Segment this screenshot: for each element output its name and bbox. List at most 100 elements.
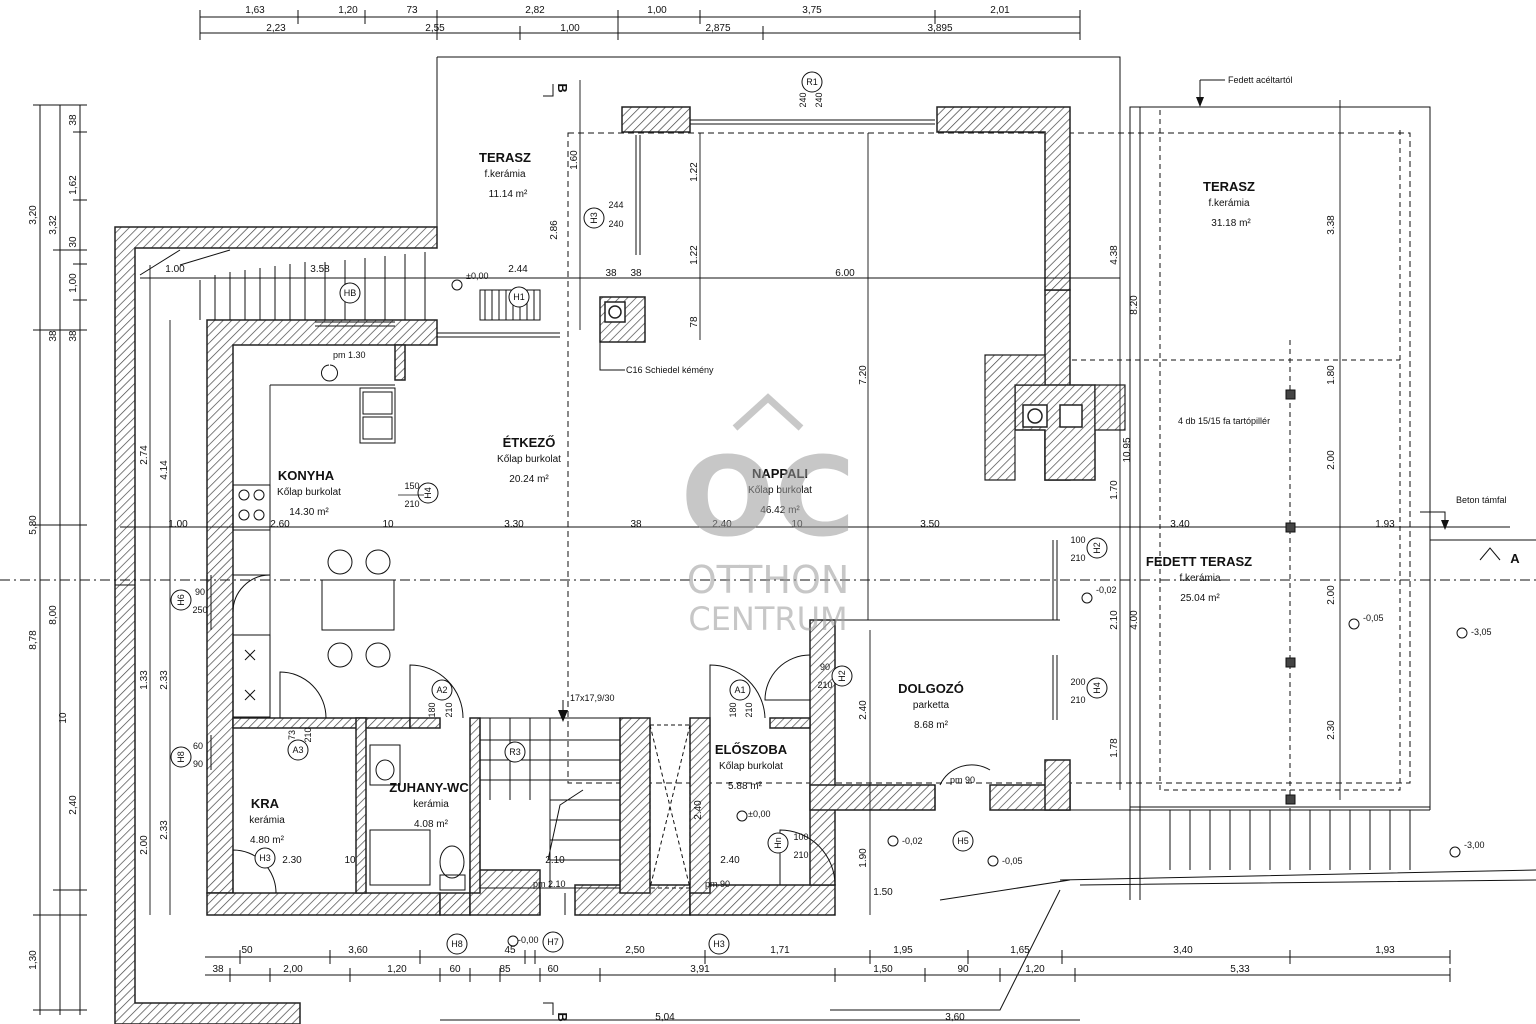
dim-left3-3: 30 [68,236,79,248]
size-h2-fedett: 100 [1070,535,1085,545]
watermark-line1: OTTHON [687,558,850,602]
room-floor-terasz-2: f.kerámia [1208,198,1250,209]
room-area-terasz-1: 11.14 m² [489,189,528,200]
watermark-oc: OC [681,433,855,561]
opening-size-texts: 240 240 244 240 150 210 90 250 60 90 100… [192,92,1085,860]
dim-top2-3: 1,00 [560,23,580,34]
note-pm3: pm 90 [705,879,730,889]
size-h6b: 250 [192,605,207,615]
tag-hb: HB [344,288,357,298]
left-dimension-lines [33,104,87,1015]
size-h8b: 90 [193,759,203,769]
note-pm1: pm 1.30 [333,350,366,360]
section-b-top: B [555,83,570,92]
door-swings [232,574,991,894]
dim-top-1: 1,63 [245,5,265,16]
tag-h1: H1 [513,292,525,302]
dim-left-2: 5,80 [28,515,39,535]
tag-h3-kra: H3 [259,853,271,863]
dim-left3-5: 38 [48,330,59,342]
note-acel: Fedett acéltartól [1228,75,1293,85]
room-name-zuhany-wc: ZUHANY-WC [389,780,469,795]
dim-bot3-2: 3,60 [945,1012,965,1023]
dim-int-37: 1.22 [689,162,700,182]
note-beton: Beton támfal [1456,495,1507,505]
dim-int-1: 1.00 [165,264,185,275]
dim-int-27: 1.80 [1326,365,1337,385]
dim-top-6: 3,75 [802,5,822,16]
dim-bot-3: 45 [504,945,516,956]
dim-bot2-4: 60 [449,964,461,975]
size-h6: 90 [195,587,205,597]
size-h4-dolgozo: 200 [1070,677,1085,687]
furniture [232,364,466,891]
level-7: -3,00 [1464,840,1485,850]
dim-int-20: 2.40 [720,855,740,866]
section-marks: B B A [543,83,1520,1022]
room-floor-etkezo: Kőlap burkolat [497,454,561,465]
note-pm2: pm 2.10 [533,879,566,889]
opening-tag-texts: R1 H3 HB H1 H4 H6 H8 H2 A2 A1 R3 H3 H5 H… [176,77,1102,949]
tag-h3-top: H3 [589,212,599,224]
room-name-terasz-1: TERASZ [479,150,531,165]
room-floor-konyha: Kőlap burkolat [277,487,341,498]
tag-a2: A2 [436,685,447,695]
dim-int-41: 2.86 [549,220,560,240]
dim-bot2-7: 3,91 [690,964,710,975]
terrace-outlines [436,56,1536,900]
room-name-kra: KRA [251,796,280,811]
note-pillers: 4 db 15/15 fa tartópillér [1178,416,1270,426]
window-lines [115,119,1058,915]
watermark-logo: OC OTTHON CENTRUM [681,393,855,638]
dim-bot-6: 1,95 [893,945,913,956]
bottom-dimension-texts: 50 3,60 45 2,50 1,71 1,95 1,65 3,40 1,93… [212,945,1395,1023]
dim-int-14: 3.50 [920,519,940,530]
dim-int-3: 2.44 [508,264,528,275]
room-name-konyha: KONYHA [278,468,335,483]
dim-int-5: 38 [630,268,642,279]
dim-int-6: 6.00 [835,268,855,279]
dim-left-1: 3,20 [28,205,39,225]
room-name-terasz-2: TERASZ [1203,179,1255,194]
room-name-eloszoba: ELŐSZOBA [715,742,788,757]
level-6: -3,05 [1471,627,1492,637]
size-h3-top: 244 [608,200,623,210]
dim-int-44: 2.33 [159,670,170,690]
walls [114,106,1096,1024]
dim-bot2-8: 1,50 [873,964,893,975]
dim-int-21: 1.50 [873,887,893,898]
size-h4b: 210 [404,499,419,509]
level-texts: ±0,00 -0,02 -0,05 -0,02 -0,05 -3,05 -3,0… [466,271,1492,945]
dim-int-26: 3.38 [1326,215,1337,235]
dim-left2-1: 3,32 [48,215,59,235]
room-name-fedett-terasz: FEDETT TERASZ [1146,554,1252,569]
size-a2b: 210 [444,702,454,717]
tag-hn: Hn [773,837,783,849]
dim-int-12: 2.40 [712,519,732,530]
dim-int-35: 1.78 [1109,738,1120,758]
dim-int-42: 4.14 [159,460,170,480]
section-a: A [1510,551,1520,566]
room-area-terasz-2: 31.18 m² [1211,218,1251,229]
dim-bot-2: 3,60 [348,945,368,956]
dim-top-7: 2,01 [990,5,1010,16]
dim-left-4: 1,30 [28,950,39,970]
room-area-eloszoba: 5.88 m² [728,781,763,792]
room-floor-fedett-terasz: f.kerámia [1179,573,1221,584]
tag-h4-dolgozo: H4 [1092,682,1102,694]
opening-tags [170,71,1108,955]
dim-int-30: 2.00 [1326,585,1337,605]
dim-int-4: 38 [605,268,617,279]
dim-left2-4: 2,40 [68,795,79,815]
dim-top-2: 1,20 [338,5,358,16]
room-area-kra: 4.80 m² [250,835,285,846]
dim-int-31: 2.30 [1326,720,1337,740]
room-name-dolgozo: DOLGOZÓ [898,681,964,696]
dim-bot3-1: 5,04 [655,1012,675,1023]
level-1: ±0,00 [466,271,488,281]
support-posts [1285,389,1296,805]
dim-int-34: 2.40 [858,700,869,720]
tag-a3: A3 [292,745,303,755]
size-a1b: 210 [744,702,754,717]
level-3: -0,05 [1363,613,1384,623]
